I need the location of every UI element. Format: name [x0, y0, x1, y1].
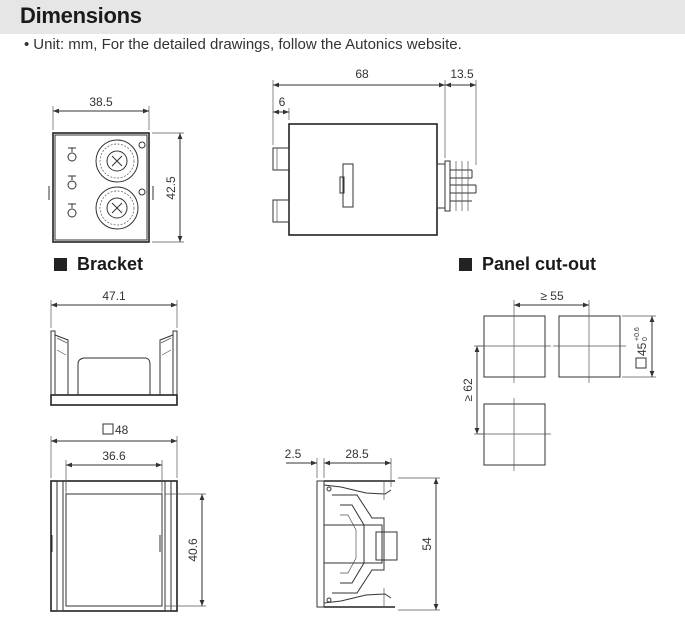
dim-side-pins: 13.5 [450, 67, 474, 81]
panel-cutout-title-text: Panel cut-out [482, 254, 597, 274]
dim-cutout-square-group: 45 +0.6 0 [634, 327, 649, 369]
dim-bracket-width: 47.1 [102, 289, 126, 303]
bracket-top-view: 47.1 [50, 289, 178, 406]
note-bullet: • [24, 36, 30, 53]
dim-square-48: 48 [115, 423, 129, 437]
square-symbol-icon [102, 423, 114, 435]
dim-cutout-tol-upper: +0.6 [634, 327, 641, 341]
bracket-title-text: Bracket [77, 254, 144, 274]
bullet-square-icon [459, 258, 472, 271]
bracket-title: Bracket [54, 254, 143, 275]
dim-cutout-tol-lower: 0 [642, 337, 649, 341]
page-title: Dimensions [20, 3, 142, 28]
dim-bracket-side-depth: 28.5 [345, 447, 369, 461]
side-view: 68 13.5 6 [272, 67, 477, 236]
dial-knob-top [95, 139, 146, 183]
panel-cutout-title: Panel cut-out [459, 254, 596, 275]
cutout-square-bottom [483, 403, 546, 466]
dim-width-36-6: 36.6 [102, 449, 126, 463]
bracket-side-view: 2.5 28.5 54 [285, 447, 440, 611]
dim-bracket-side-height: 54 [420, 537, 434, 551]
unit-note-text: Unit: mm, For the detailed drawings, fol… [33, 36, 462, 53]
dim-bracket-side-offset: 2.5 [285, 447, 302, 461]
dial-knob-bottom [95, 186, 146, 230]
panel-cutout-view: ≥ 55 ≥ 62 45 +0.6 0 [461, 289, 656, 471]
dim-front-width: 38.5 [89, 95, 113, 109]
dim-side-length: 68 [355, 67, 369, 81]
dim-height-40-6: 40.6 [186, 538, 200, 562]
cutout-square-top-right [558, 315, 621, 378]
dim-side-offset: 6 [279, 95, 286, 109]
dim-cutout-square: 45 [635, 342, 649, 356]
connector-pins [444, 160, 477, 212]
bracket-front-view: 48 36.6 40.6 [50, 423, 206, 612]
dim-cutout-vertical-spacing: ≥ 62 [461, 378, 475, 402]
front-view: 38.5 42.5 [48, 95, 184, 243]
dim-cutout-spacing: ≥ 55 [540, 289, 564, 303]
section-header: Dimensions [0, 0, 685, 34]
square-symbol-icon [635, 357, 647, 369]
unit-note: •Unit: mm, For the detailed drawings, fo… [24, 36, 462, 53]
dim-front-height: 42.5 [164, 176, 178, 200]
cutout-square-top-left [483, 315, 546, 378]
bullet-square-icon [54, 258, 67, 271]
indicator-icons [67, 147, 77, 218]
